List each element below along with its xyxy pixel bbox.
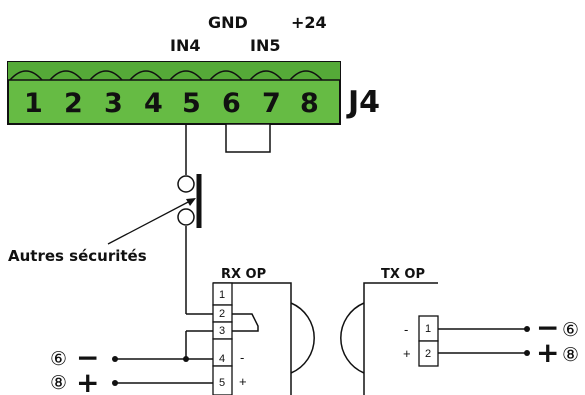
pin-4: 4 [144,88,163,119]
pin-3: 3 [104,88,123,119]
rx-supply-wires [115,330,213,384]
right-minus-sign: − [536,311,559,344]
tx-title: TX OP [381,267,425,282]
pin-6: 6 [222,88,241,119]
tx-minus-mark: - [404,322,408,337]
tx-housing [363,282,438,395]
left-plus-ref: ⑧ [50,373,67,394]
rx-minus-node [112,356,118,362]
label-in5: IN5 [250,36,280,55]
rx-device: 1 2 3 4 5 - + [212,282,315,395]
tx-lens [340,302,365,374]
rx-plus-mark: + [239,374,247,389]
rx-housing [213,282,292,395]
tx-terminal-strip [418,315,439,367]
pin-1: 1 [24,88,43,119]
rx-lens [290,302,315,374]
terminal-block-j4: 1 2 3 4 5 6 7 8 [7,61,341,153]
rx-terminal-4: 4 [219,353,225,365]
rx-plus-node [112,380,118,386]
left-minus-ref: ⑥ [50,349,67,370]
contact-top [177,175,195,193]
tx-device: 1 2 - + [340,282,439,395]
terminal-block-top [8,62,340,80]
connector-name: J4 [346,85,380,120]
rx-terminal-strip [212,282,233,395]
right-plus-ref: ⑧ [562,345,579,366]
tx-plus-mark: + [403,346,411,361]
rx-terminal-3: 3 [219,325,225,337]
rx-minus-mark: - [240,350,244,365]
tx-minus-node [524,326,530,332]
pin-5: 5 [182,88,201,119]
rx-terminal-2: 2 [219,308,225,320]
right-minus-ref: ⑥ [562,320,579,341]
safety-label: Autres sécurités [8,247,147,265]
rx-terminal-5: 5 [219,377,225,389]
contact-bottom [177,208,195,226]
tx-plus-node [524,350,530,356]
tx-terminal-1: 1 [425,323,431,335]
pin-8: 8 [300,88,319,119]
safety-contact [177,174,202,228]
right-plus-sign: + [536,336,559,369]
screw-arcs [9,70,323,81]
terminal-block-tab [225,123,271,153]
left-plus-sign: + [76,366,99,395]
label-in4: IN4 [170,36,200,55]
rx-title: RX OP [221,267,266,282]
pin-7: 7 [262,88,281,119]
pin-2: 2 [64,88,83,119]
rx-relay-contact [232,313,259,332]
tx-terminal-2: 2 [425,348,431,360]
rx-terminal-1: 1 [219,289,225,301]
left-minus-sign: − [76,341,99,374]
label-plus24: +24 [291,13,327,32]
tx-supply-wires [438,328,527,354]
rx-bridge-node [183,356,189,362]
pointer-arrow [107,198,196,245]
label-gnd: GND [208,13,248,32]
